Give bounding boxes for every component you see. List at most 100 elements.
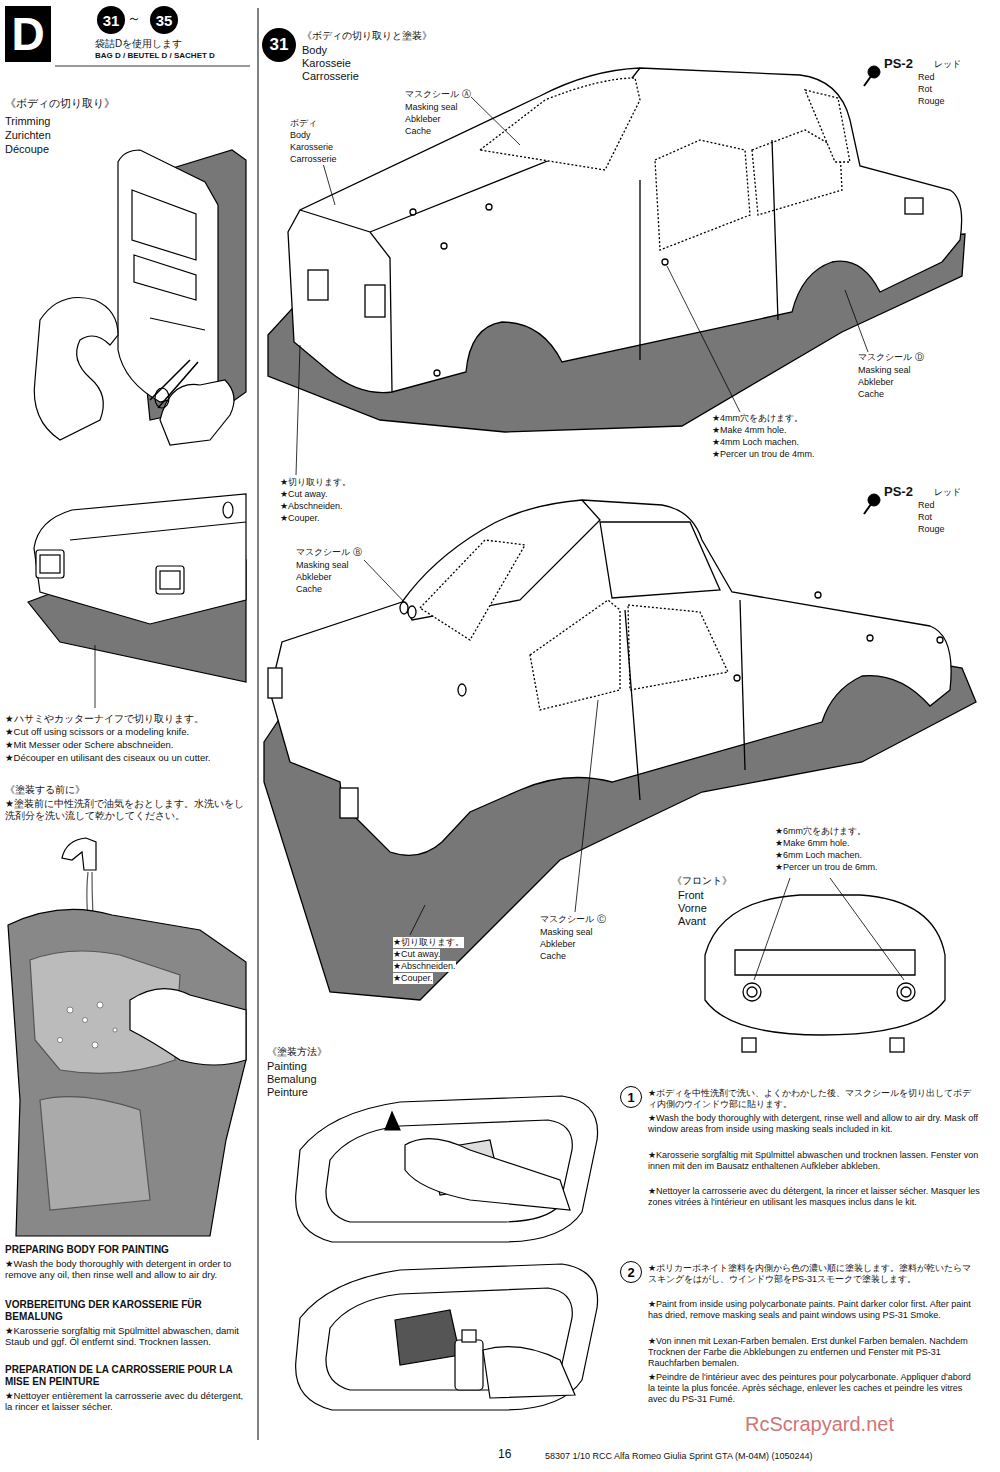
painting-illustration-part (455, 1340, 483, 1390)
car-body-bottom-part (268, 668, 282, 698)
view-label: Avant (678, 915, 706, 928)
car-body-bottom-part-part (937, 637, 943, 643)
instruction-text: ★Wash the body thoroughly with detergent… (648, 1113, 980, 1135)
car-body-bottom-part (530, 600, 620, 710)
painting-illustration-part (296, 1264, 598, 1410)
car-body-bottom-part-part (400, 602, 408, 614)
leader-line-part (575, 700, 598, 912)
step-title: 《ボディの切り取りと塗装》 (302, 30, 432, 42)
watermark: RcScrapyard.net (745, 1412, 894, 1436)
instruction-text: ★Peindre de l'intérieur avec des peintur… (648, 1372, 980, 1404)
car-body-top-part (480, 78, 640, 170)
instruction-text: ★Paint from inside using polycarbonate p… (648, 1299, 980, 1321)
leader-line-part (667, 266, 740, 412)
section-heading: VORBEREITUNG DER KAROSSERIE FÜR BEMALUNG (5, 1299, 245, 1323)
painting-illustration-part (385, 1112, 400, 1130)
part-label: Masking seal (296, 560, 349, 571)
callout-note: ★Percer un trou de 4mm. (712, 449, 815, 460)
leader-line-part (296, 345, 300, 475)
section-heading: 《ボディの切り取り》 (5, 97, 115, 110)
washing-illustration-part-part (92, 1042, 98, 1048)
part-label: マスクシール Ⓓ (858, 352, 924, 363)
car-body-bottom-part (628, 605, 728, 690)
car-body-top-part-part (441, 243, 447, 249)
car-body-bottom-part-part (734, 675, 740, 681)
paint-name: レッド (934, 487, 961, 498)
instruction-text: ★Mit Messer oder Schere abschneiden. (5, 739, 174, 750)
rear-view-illustration (28, 494, 246, 708)
rear-view-illustration-part (95, 645, 96, 708)
painting-illustration-part (405, 1139, 570, 1210)
callout-note: ★4mm Loch machen. (712, 437, 799, 448)
bag-note: BAG D / BEUTEL D / SACHET D (95, 51, 215, 61)
view-label: Vorne (678, 902, 707, 915)
section-heading: Painting (267, 1060, 307, 1073)
trimming-illustration-part (134, 255, 196, 300)
leader-line-part (845, 290, 868, 352)
part-label: ボディ (290, 118, 317, 129)
step-number: 35 (150, 6, 178, 34)
washing-illustration (8, 838, 246, 1236)
painting-illustration-part (296, 1096, 598, 1242)
node-text: 31 (103, 12, 120, 29)
front-view-part (705, 895, 945, 1035)
washing-illustration-part (58, 1002, 118, 1048)
callout-note: ★Cut away. (280, 489, 327, 500)
callout-note: ★Abschneiden. (393, 961, 456, 972)
washing-illustration-part (40, 1097, 150, 1210)
part-label: マスクシール Ⓑ (296, 547, 362, 558)
callout-note: ★Abschneiden. (280, 501, 343, 512)
node-text: D (11, 7, 44, 61)
painting-illustration-part (326, 1120, 572, 1222)
front-view-part (747, 987, 757, 997)
section-heading: 《塗装する前に》 (5, 784, 85, 796)
instruction-text: ★ハサミやカッターナイフで切り取ります。 (5, 713, 204, 724)
part-label: Cache (296, 584, 322, 595)
section-heading: 《塗装方法》 (267, 1046, 327, 1058)
car-body-bottom-part-part (867, 635, 873, 641)
part-label: Cache (405, 126, 431, 137)
trimming-illustration (34, 150, 246, 445)
callout-note: ★Make 4mm hole. (712, 425, 787, 436)
paint-code: PS-2 (884, 56, 913, 72)
paint-name: Rouge (918, 524, 945, 535)
front-view-part (743, 983, 761, 1001)
section-heading: Trimming (5, 115, 50, 128)
car-body-bottom-part (625, 610, 640, 800)
trimming-illustration-part (160, 380, 234, 445)
leader-line-part (364, 560, 408, 606)
step-title: Body (302, 44, 327, 57)
car-body-top-part (655, 140, 750, 250)
car-body-bottom-part (600, 522, 720, 598)
callout-note: ★切り取ります。 (280, 477, 351, 488)
paint-name: Rot (918, 84, 932, 95)
substep-number: 2 (620, 1261, 642, 1283)
instruction-text: ★Cut off using scissors or a modeling kn… (5, 726, 189, 737)
callout-note: ★Cut away. (393, 949, 440, 960)
section-letter: D (5, 6, 51, 62)
instruction-text: ★Nettoyer la carrosserie avec du déterge… (648, 1186, 980, 1208)
leader-line-part (754, 878, 790, 980)
callout-note: ★4mm穴をあけます。 (712, 413, 803, 424)
paint-name: Rouge (918, 96, 945, 107)
car-body-top-part (772, 140, 778, 320)
car-body-bottom-part (270, 500, 951, 855)
car-body-top-part (365, 285, 385, 317)
bag-note: 袋詰Dを使用します (95, 38, 182, 50)
part-label: Abkleber (296, 572, 332, 583)
leader-line-part (322, 160, 335, 205)
part-label: Cache (858, 389, 884, 400)
car-body-bottom-part-part (458, 684, 466, 696)
leader-line (296, 94, 904, 980)
trimming-illustration-part (34, 298, 118, 441)
trimming-illustration-part (118, 150, 218, 402)
page-rules-part (258, 8, 259, 1440)
washing-illustration-part (130, 989, 246, 1065)
part-label: マスクシール Ⓒ (540, 914, 606, 925)
instruction-text: ★Découper en utilisant des ciseaux ou un… (5, 752, 211, 763)
car-body-bottom-part (340, 788, 358, 818)
rear-view-illustration-part (34, 494, 246, 624)
footer-text: 58307 1/10 RCC Alfa Romeo Giulia Sprint … (545, 1451, 812, 1462)
part-label: Cache (540, 951, 566, 962)
